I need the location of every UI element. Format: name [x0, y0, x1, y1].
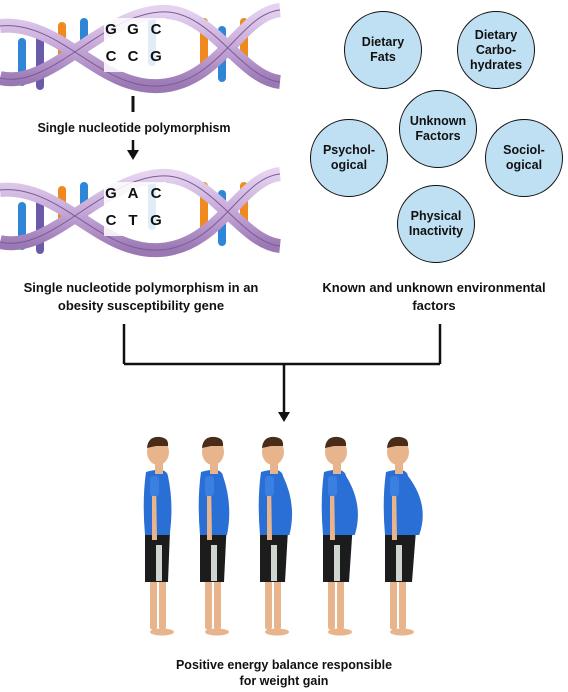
neck: [210, 462, 218, 474]
sleeve: [205, 476, 214, 496]
base-letter: T: [128, 212, 138, 229]
hair: [202, 436, 224, 448]
leg: [265, 570, 272, 630]
shorts-stripe: [211, 545, 217, 581]
factor-physical-inactivity: Physical Inactivity: [397, 185, 475, 263]
foot: [265, 628, 289, 636]
hair: [325, 436, 347, 448]
shirt: [321, 469, 358, 535]
shirt: [383, 469, 423, 535]
neck: [333, 462, 341, 474]
sleeve: [150, 476, 159, 496]
factor-sociological: Sociol- ogical: [485, 119, 563, 197]
merge-arrow-head: [278, 412, 290, 422]
foot: [205, 628, 229, 636]
boy-figure: [198, 436, 230, 636]
leg: [328, 570, 335, 630]
base-letter: G: [127, 21, 139, 38]
base-letter: C: [150, 185, 162, 202]
dna-helix-bottom: [0, 167, 282, 258]
leg: [214, 570, 221, 630]
base-letter: G: [105, 21, 117, 38]
base-letter: C: [105, 212, 117, 229]
dna-helix-top: [0, 3, 282, 94]
base-letter: G: [150, 48, 162, 65]
boy-figure: [258, 436, 293, 636]
base-letter: C: [127, 48, 139, 65]
leg: [205, 570, 212, 630]
shirt: [258, 469, 293, 535]
genetic-caption-line2: obesity susceptibility gene: [57, 298, 225, 313]
genetic-caption-line1: Single nucleotide polymorphism in an: [23, 280, 259, 295]
neck: [395, 462, 403, 474]
leg: [274, 570, 281, 630]
snp-arrow-head: [127, 150, 139, 160]
environment-caption-line1: Known and unknown environmental: [322, 280, 546, 295]
sleeve: [390, 476, 399, 496]
foot: [390, 628, 414, 636]
factor-psychological: Psychol- ogical: [310, 119, 388, 197]
leg: [150, 570, 157, 630]
hair: [262, 436, 284, 448]
base-letter: C: [105, 48, 117, 65]
outcome-caption: Positive energy balance responsible for …: [0, 657, 568, 689]
snp-label: Single nucleotide polymorphism: [37, 121, 231, 135]
base-letter: G: [150, 212, 162, 229]
shorts-stripe: [396, 545, 402, 581]
environment-caption: Known and unknown environmental factors: [300, 279, 568, 315]
hair: [147, 436, 169, 448]
neck: [155, 462, 163, 474]
outcome-caption-line2: for weight gain: [239, 674, 329, 688]
leg: [337, 570, 344, 630]
figures-row: [143, 436, 423, 636]
foot: [328, 628, 352, 636]
boy-figure: [383, 436, 423, 636]
merge-connector: [122, 324, 442, 414]
boy-figure: [321, 436, 358, 636]
genetic-caption: Single nucleotide polymorphism in an obe…: [0, 279, 282, 315]
shorts-stripe: [334, 545, 340, 581]
base-letter: C: [150, 21, 162, 38]
factor-unknown: Unknown Factors: [399, 90, 477, 168]
sleeve: [328, 476, 337, 496]
factor-dietary-carbohydrates: Dietary Carbo- hydrates: [457, 11, 535, 89]
base-letter: G: [105, 185, 117, 202]
base-letter: A: [127, 185, 139, 202]
shorts-stripe: [271, 545, 277, 581]
hair: [387, 436, 409, 448]
factor-dietary-fats: Dietary Fats: [344, 11, 422, 89]
foot: [150, 628, 174, 636]
leg: [390, 570, 397, 630]
sleeve: [265, 476, 274, 496]
neck: [270, 462, 278, 474]
outcome-caption-line1: Positive energy balance responsible: [175, 658, 393, 672]
leg: [399, 570, 406, 630]
environment-caption-line2: factors: [412, 298, 456, 313]
shorts-stripe: [156, 545, 162, 581]
boy-figure: [143, 436, 174, 636]
leg: [159, 570, 166, 630]
